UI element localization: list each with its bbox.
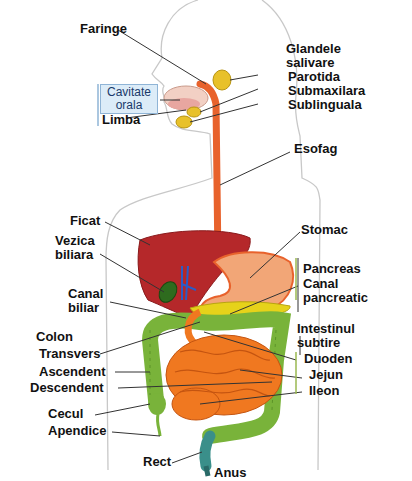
brackets	[97, 84, 99, 126]
colon	[150, 319, 282, 436]
anus	[206, 466, 208, 476]
rectum	[205, 436, 210, 466]
appendix	[157, 414, 160, 436]
organ-label: Apendice	[48, 424, 118, 438]
organ-label: Sublinguala	[288, 98, 378, 112]
organ-label: Ileon	[309, 384, 369, 398]
organ-label: Canal biliar	[68, 287, 118, 315]
organ-label: Cecul	[48, 407, 98, 421]
organ-label: Duoden	[304, 352, 364, 366]
organ-label: Jejun	[309, 368, 369, 382]
body-outline	[106, 0, 320, 470]
small-intestine	[166, 335, 282, 420]
organ-label: Parotida	[288, 70, 368, 84]
organ-label: Transvers	[39, 347, 109, 361]
gallbladder	[156, 278, 181, 305]
organ-label: Submaxilara	[288, 84, 378, 98]
organ-label: Ascendent	[39, 365, 119, 379]
label-box: Cavitate orala	[100, 84, 158, 114]
organ-label: Glandele salivare	[286, 42, 356, 70]
cecum	[148, 393, 166, 415]
oral-cavity	[164, 86, 208, 110]
organ-label: Limba	[102, 113, 152, 127]
salivary-glands	[176, 70, 231, 128]
organ-label: Esofag	[294, 142, 354, 156]
organ-label: Canal pancreatic	[303, 277, 373, 305]
box-content: Cavitate orala	[101, 86, 157, 112]
organ-label: Pancreas	[303, 262, 373, 276]
organ-label: Descendent	[30, 381, 120, 395]
box-text: Cavitate orala	[101, 86, 157, 112]
bile-duct	[182, 266, 196, 300]
organ-label: Colon	[36, 330, 96, 344]
organ-label: Faringe	[80, 22, 150, 36]
organ-label: Ficat	[70, 214, 120, 228]
organ-label: Rect	[143, 455, 183, 469]
organ-label: Anus	[214, 466, 264, 480]
leader-lines	[95, 30, 302, 463]
organ-label: Intestinul subtire	[297, 322, 397, 350]
organ-label: Stomac	[301, 223, 361, 237]
organ-label: Vezica biliara	[55, 234, 113, 262]
brackets	[295, 258, 297, 394]
